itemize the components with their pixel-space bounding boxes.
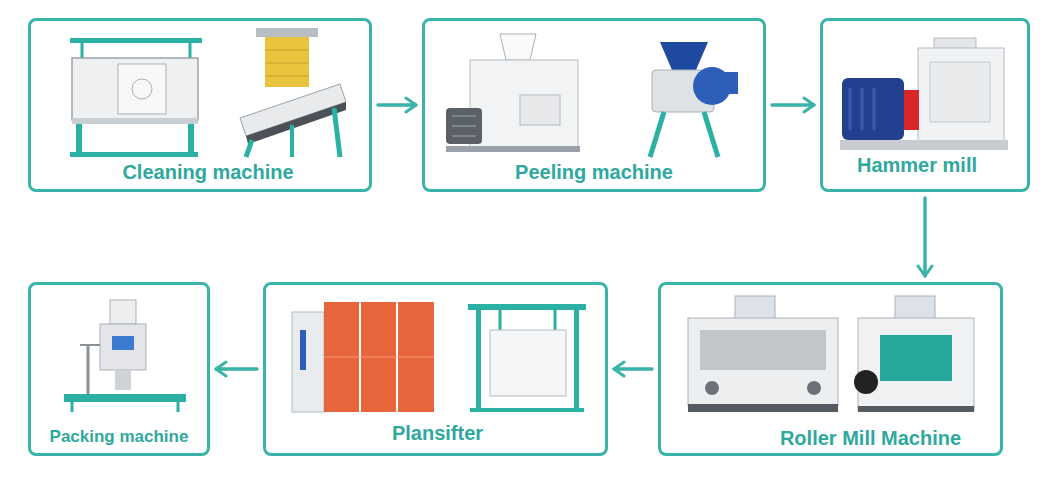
hammer-mill xyxy=(918,48,1004,142)
peeling-blower xyxy=(650,42,738,157)
plansifter-frame xyxy=(499,310,502,330)
process-box: Cleaning machine xyxy=(28,18,372,192)
peeling-huller xyxy=(470,60,578,150)
roller-mill xyxy=(858,406,974,412)
peeling-blower xyxy=(650,112,664,157)
plansifter-frame xyxy=(490,330,566,396)
vibrating-screen xyxy=(72,118,198,124)
plansifter-cabinet xyxy=(300,330,306,370)
machine-label: Packing machine xyxy=(50,427,189,447)
packing-machine xyxy=(112,336,134,350)
hammer-mill xyxy=(873,88,876,130)
roller-mill xyxy=(700,330,826,370)
packing-machine xyxy=(115,370,131,390)
peeling-huller xyxy=(446,34,580,152)
packing-machine xyxy=(100,324,146,370)
hammer-mill xyxy=(840,140,1008,150)
vibrating-screen xyxy=(72,58,198,120)
vibrating-screen xyxy=(76,124,82,156)
packing-machine xyxy=(110,300,136,324)
packing-machine xyxy=(71,402,74,412)
destoner xyxy=(246,140,252,157)
plansifter-cabinet xyxy=(324,302,434,412)
roller-mill xyxy=(688,318,838,406)
machine-label: Cleaning machine xyxy=(122,161,293,184)
peeling-huller xyxy=(452,115,476,117)
packing-machine xyxy=(87,345,90,395)
destoner xyxy=(256,28,318,37)
peeling-huller xyxy=(500,34,536,60)
process-box: Peeling machine xyxy=(422,18,766,192)
plansifter-frame xyxy=(468,304,586,310)
roller-mill xyxy=(705,381,719,395)
roller-mill xyxy=(807,381,821,395)
plansifter-cabinet xyxy=(292,312,324,412)
hammer-mill xyxy=(904,90,919,130)
roller-mill xyxy=(895,296,935,320)
flow-arrow xyxy=(923,198,927,276)
flow-arrow xyxy=(216,367,257,371)
peeling-huller xyxy=(452,135,476,137)
vibrating-screen xyxy=(132,79,152,99)
packing-machine xyxy=(64,394,186,402)
hammer-mill xyxy=(840,38,1008,150)
flow-arrow xyxy=(772,103,814,107)
plansifter-frame xyxy=(554,310,557,330)
hammer-mill xyxy=(861,88,864,130)
roller-mill xyxy=(735,296,775,320)
peeling-blower xyxy=(704,112,718,157)
destoner xyxy=(265,76,309,77)
destoner xyxy=(265,50,309,51)
roller-mill xyxy=(858,318,974,410)
process-box: Hammer mill xyxy=(820,18,1030,192)
machine-label: Roller Mill Machine xyxy=(780,427,961,450)
destoner xyxy=(265,63,309,64)
destoner xyxy=(246,102,346,144)
machine-label: Hammer mill xyxy=(857,154,977,177)
packing-machine xyxy=(64,300,186,412)
roller-mill xyxy=(688,404,838,412)
peeling-huller xyxy=(452,125,476,127)
hammer-mill xyxy=(849,88,852,130)
peeling-huller xyxy=(446,108,482,144)
roller-mill xyxy=(688,296,838,412)
vibrating-screen xyxy=(118,64,166,114)
machine-label: Peeling machine xyxy=(515,161,673,184)
vibrating-screen xyxy=(70,152,198,157)
process-box: Roller Mill Machine xyxy=(658,282,1003,456)
plansifter-frame xyxy=(470,408,584,412)
roller-mill xyxy=(854,370,878,394)
process-box: Plansifter xyxy=(263,282,608,456)
flow-arrow xyxy=(614,367,652,371)
flow-arrow xyxy=(378,103,416,107)
plansifter-cabinet xyxy=(292,302,434,412)
plansifter-cabinet xyxy=(324,357,434,358)
hammer-mill xyxy=(842,78,904,140)
peeling-huller xyxy=(446,146,580,152)
hammer-mill xyxy=(930,62,990,122)
plansifter-frame xyxy=(468,304,586,412)
process-box: Packing machine xyxy=(28,282,210,456)
vibrating-screen xyxy=(188,124,194,156)
destoner xyxy=(290,125,294,157)
packing-machine xyxy=(80,344,100,346)
destoner xyxy=(265,37,309,87)
roller-mill xyxy=(880,335,952,381)
machine-label: Plansifter xyxy=(392,422,483,445)
vibrating-screen xyxy=(70,38,202,157)
destoner xyxy=(334,108,340,157)
packing-machine xyxy=(177,402,180,412)
peeling-huller xyxy=(520,95,560,125)
roller-mill xyxy=(854,296,974,412)
peeling-blower xyxy=(660,42,708,70)
peeling-blower xyxy=(724,72,738,94)
destoner xyxy=(240,28,346,157)
plansifter-frame xyxy=(476,304,481,412)
vibrating-screen xyxy=(70,38,202,43)
plansifter-frame xyxy=(574,304,579,412)
